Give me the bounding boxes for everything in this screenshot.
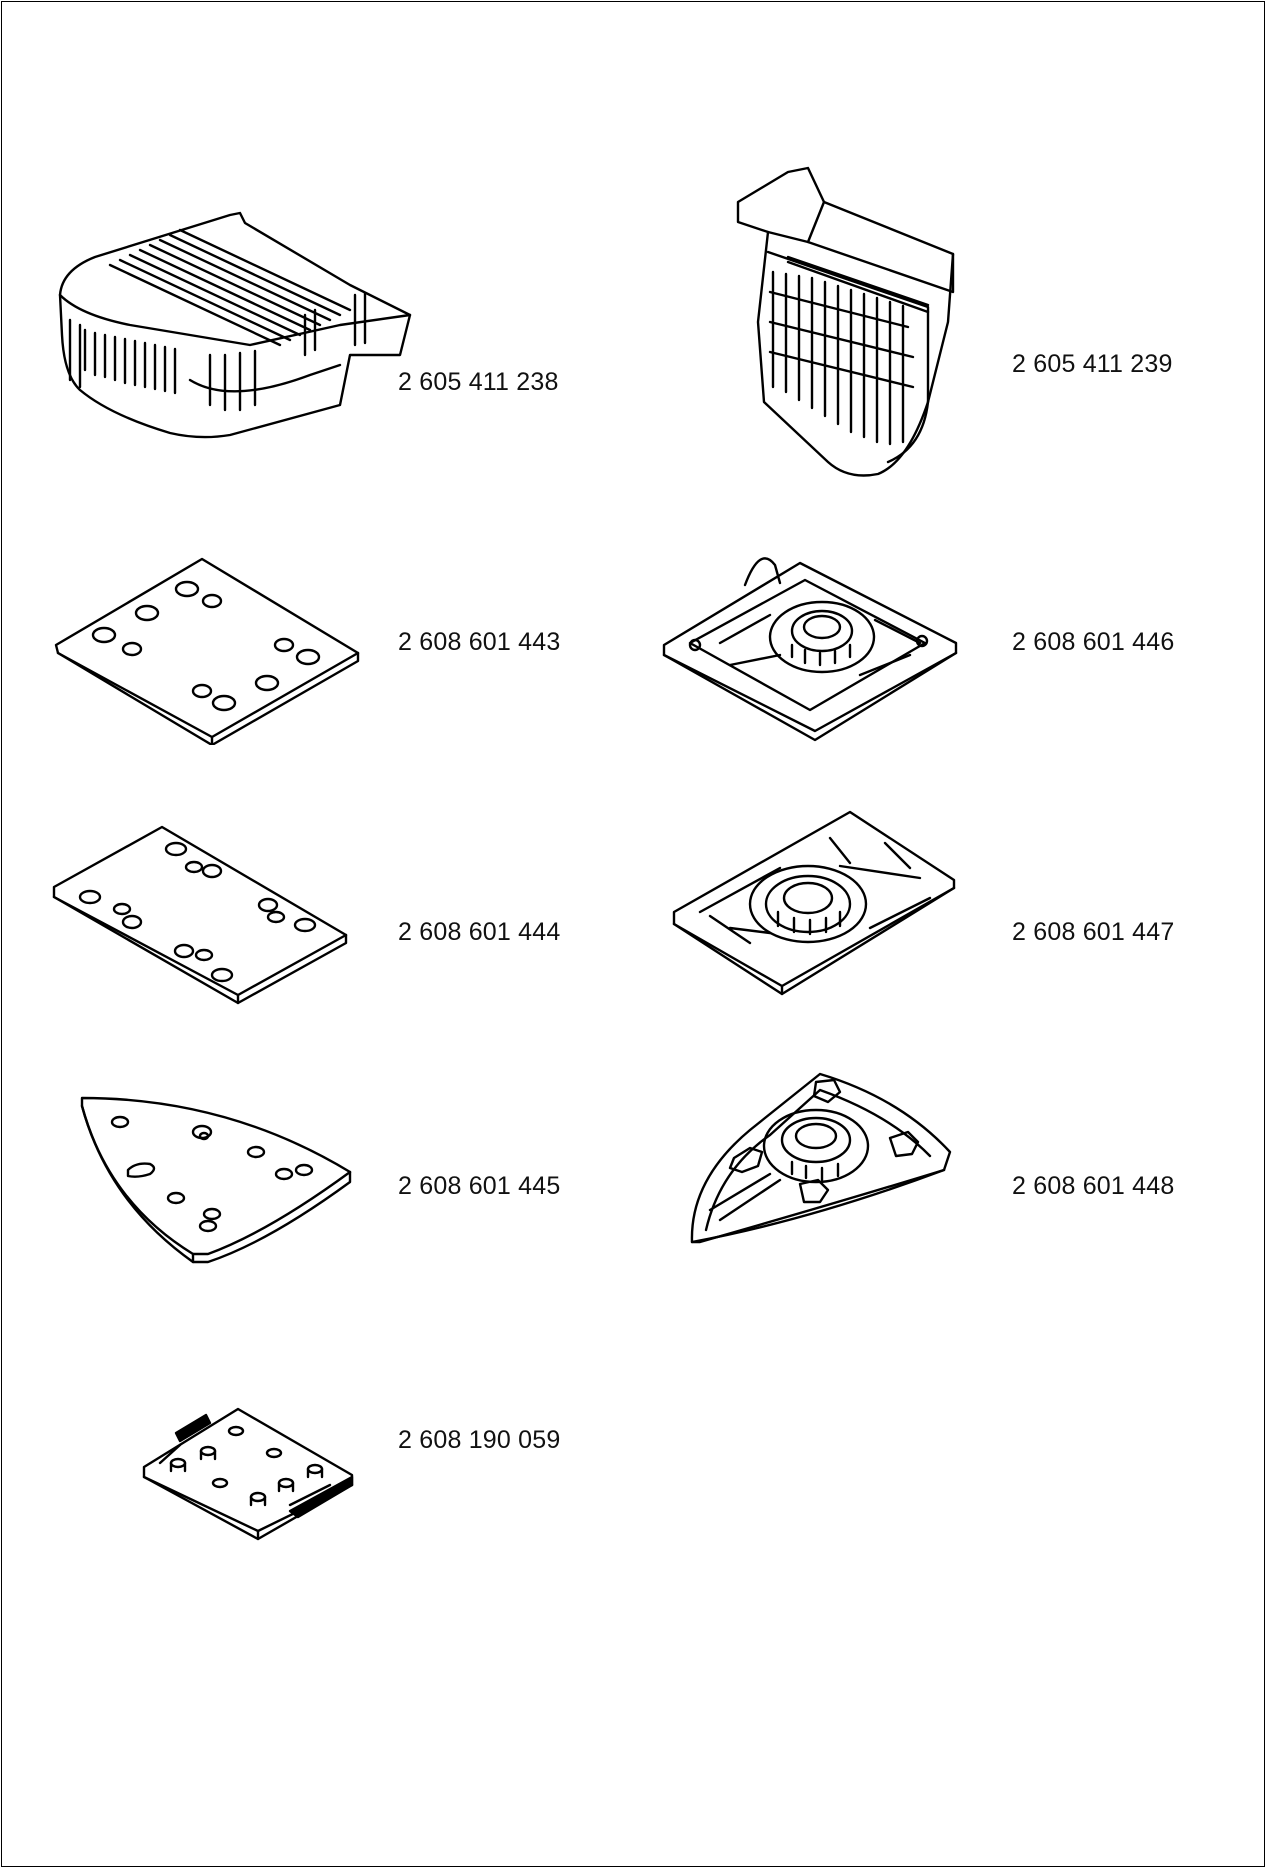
delta-plate-frame-icon: [690, 1070, 956, 1246]
rect-plate-frame-icon: [670, 808, 960, 998]
part-number-plate-445: 2 608 601 445: [398, 1172, 561, 1200]
perforator-plate-icon: [140, 1405, 356, 1541]
delta-sanding-plate-icon: [78, 1092, 358, 1268]
rect-plate-frame-icon: [660, 545, 960, 745]
part-number-dust-box: 2 605 411 238: [398, 368, 559, 396]
part-number-filter-cassette: 2 605 411 239: [1012, 350, 1173, 378]
part-number-plate-447: 2 608 601 447: [1012, 918, 1175, 946]
part-number-plate-446: 2 608 601 446: [1012, 628, 1175, 656]
part-number-plate-059: 2 608 190 059: [398, 1426, 561, 1454]
rect-sanding-plate-icon: [52, 555, 370, 745]
part-number-plate-443: 2 608 601 443: [398, 628, 561, 656]
part-number-plate-444: 2 608 601 444: [398, 918, 561, 946]
filter-cassette-icon: [728, 162, 968, 482]
rect-sanding-plate-icon: [50, 825, 350, 1005]
dust-box-icon: [50, 205, 420, 465]
part-number-plate-448: 2 608 601 448: [1012, 1172, 1175, 1200]
